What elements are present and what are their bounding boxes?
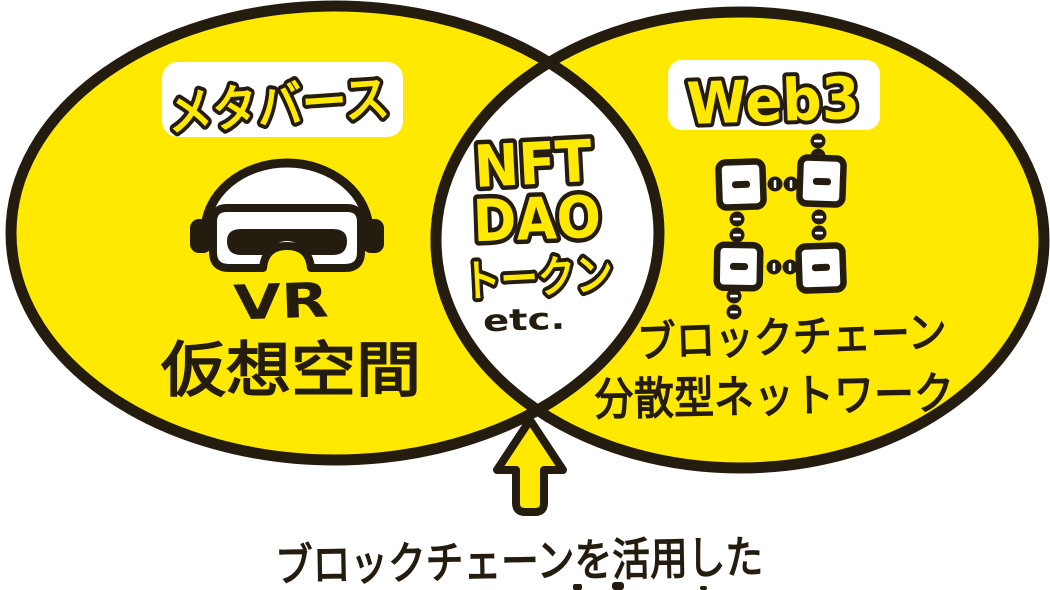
web3-label: Web3 [686, 64, 861, 138]
distributed-network-text: 分散型ネットワーク [594, 367, 955, 426]
block-bottom-left [713, 241, 764, 292]
nft-text: NFT [472, 127, 594, 201]
caption-text: ブロックチェーンを活用した [275, 531, 764, 590]
block-top-left [715, 158, 767, 211]
overlap-lens [430, 6, 659, 460]
etc-text: etc. [482, 302, 565, 340]
web3-label-box [668, 60, 880, 130]
virtual-space-text: 仮想空間 [160, 336, 421, 406]
goggles-lens [227, 229, 347, 255]
goggles-right-ear [362, 219, 384, 253]
overlap-lens-border [436, 12, 665, 466]
block-bottom-right [795, 242, 847, 294]
up-arrow-icon [493, 416, 567, 516]
cutoff-text-marks [573, 582, 707, 590]
goggles-left-ear [190, 219, 212, 253]
dao-text: DAO [472, 183, 602, 255]
blockchain-icon [713, 133, 847, 320]
token-text: トークン [462, 249, 614, 308]
metaverse-label-box [162, 62, 403, 137]
blockchain-text: ブロックチェーン [636, 308, 948, 369]
vr-text: VR [233, 272, 330, 331]
block-top-right [796, 154, 847, 208]
vr-goggles-icon [190, 158, 384, 272]
